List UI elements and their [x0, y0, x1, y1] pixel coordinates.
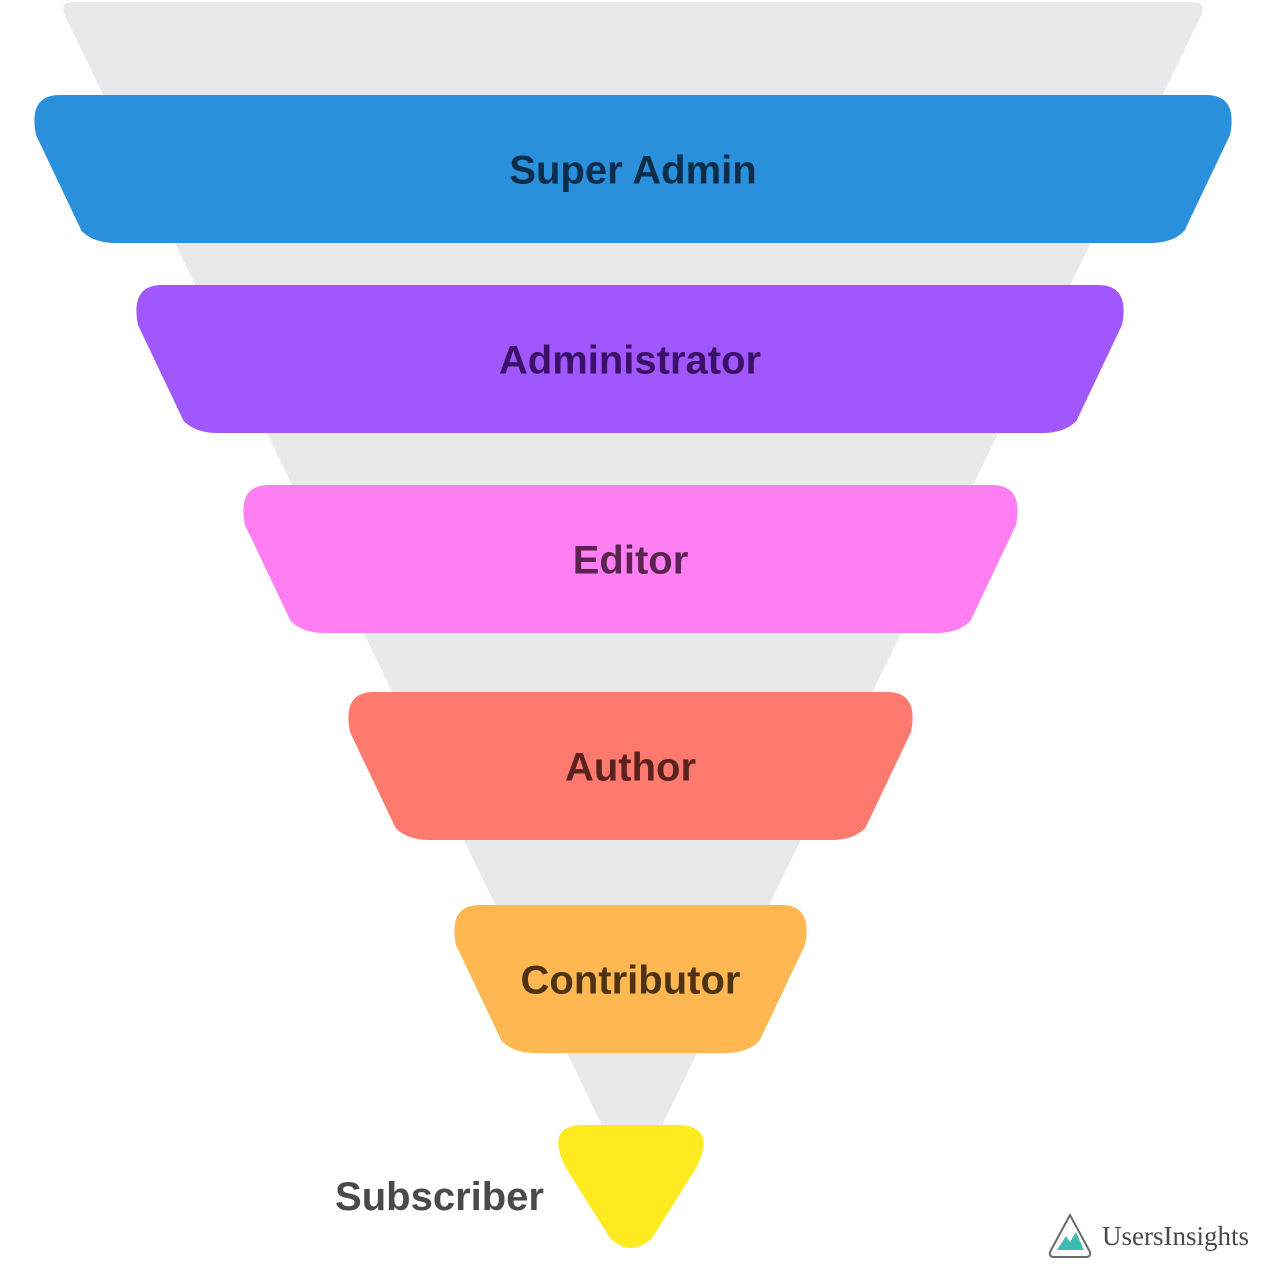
tier-super-admin: [34, 95, 1232, 243]
tier-editor: [243, 485, 1018, 633]
tier-label-super-admin: Super Admin: [509, 149, 756, 193]
mountain-logo-icon: [1048, 1212, 1092, 1258]
tier-label-editor: Editor: [573, 539, 689, 583]
subscriber-label: Subscriber: [335, 1175, 544, 1219]
brand-logo: UsersInsights: [1046, 1212, 1249, 1260]
tier-label-author: Author: [565, 746, 696, 790]
brand-name: UsersInsights: [1102, 1220, 1249, 1251]
tier-administrator: [136, 285, 1124, 433]
tier-author: [348, 692, 913, 840]
tier-contributor: [454, 905, 807, 1053]
tier-subscriber: [558, 1125, 704, 1248]
tier-label-contributor: Contributor: [521, 959, 741, 1003]
tier-label-administrator: Administrator: [499, 339, 761, 383]
